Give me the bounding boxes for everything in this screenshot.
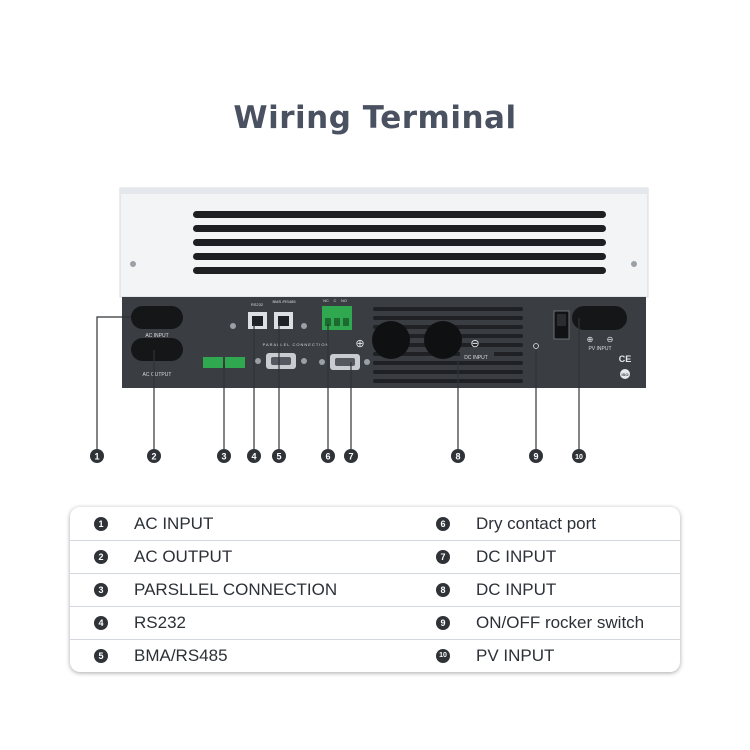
legend-label: PARSLLEL CONNECTION [134, 579, 338, 599]
callout-10 [572, 449, 586, 463]
ce-mark: CE [619, 354, 632, 364]
callout-2 [147, 449, 161, 463]
legend-label: AC OUTPUT [134, 546, 233, 566]
legend-left: 5 BMA/RS485 [94, 639, 228, 672]
legend-row: 4 RS232 9 ON/OFF rocker switch [70, 606, 680, 640]
svg-text:2: 2 [151, 452, 156, 462]
legend-label: RS232 [134, 612, 186, 632]
pv-input-label: PV INPUT [588, 346, 611, 352]
vent-slots [193, 211, 606, 274]
legend-left: 4 RS232 [94, 606, 186, 639]
legend-left: 2 AC OUTPUT [94, 540, 232, 573]
legend-label: BMA/RS485 [134, 645, 228, 665]
legend-num: 7 [436, 549, 450, 564]
callout-9 [529, 449, 543, 463]
svg-text:9: 9 [533, 452, 538, 462]
parallel-terminal-b [225, 357, 245, 368]
nc-label: NC [323, 298, 329, 303]
svg-text:3: 3 [221, 452, 226, 462]
pv-minus-icon: ⊖ [607, 335, 614, 344]
power-icon [533, 343, 539, 349]
legend-num: 6 [436, 516, 450, 531]
bms-rs485-label: BMS /RS485 [272, 299, 296, 304]
parallel-label: PARALLEL CONNECTION [263, 342, 330, 347]
ac-output-label: AC OUTPUT [143, 372, 172, 378]
legend-num: 9 [436, 615, 450, 630]
chassis-top-edge [120, 188, 648, 194]
legend-right: 10 PV INPUT [436, 639, 554, 672]
dc-input-terminal-b [424, 321, 462, 359]
legend-right: 9 ON/OFF rocker switch [436, 606, 644, 639]
legend-right: 6 Dry contact port [436, 507, 596, 540]
svg-text:8: 8 [455, 452, 460, 462]
no-label: NO [341, 298, 347, 303]
ac-input-port [131, 306, 183, 329]
svg-text:7: 7 [348, 452, 353, 462]
legend-num: 1 [94, 516, 108, 531]
screw [130, 261, 136, 267]
pv-input-port [572, 306, 627, 330]
ac-output-port [131, 338, 183, 361]
callout-1 [90, 449, 104, 463]
legend-num: 4 [94, 615, 108, 630]
legend-num: 3 [94, 582, 108, 597]
parallel-terminal-a [203, 357, 223, 368]
legend-table: 1 AC INPUT 6 Dry contact port 2 AC OUTPU… [70, 507, 680, 672]
legend-label: DC INPUT [476, 546, 557, 566]
callout-badges: 1 2 3 4 5 6 7 8 9 10 [90, 449, 586, 463]
legend-num: 5 [94, 648, 108, 663]
ac-input-label: AC INPUT [145, 333, 168, 339]
dc-input-label: DC INPUT [464, 355, 488, 361]
legend-right: 8 DC INPUT [436, 573, 556, 606]
svg-text:4: 4 [251, 452, 256, 462]
legend-label: DC INPUT [476, 579, 557, 599]
pv-plus-icon: ⊕ [587, 335, 594, 344]
legend-num: 2 [94, 549, 108, 564]
legend-num: 10 [436, 648, 450, 663]
legend-label: ON/OFF rocker switch [476, 612, 645, 632]
rs232-label: RS232 [251, 302, 264, 307]
svg-text:1: 1 [94, 452, 99, 462]
legend-left: 1 AC INPUT [94, 507, 213, 540]
callout-7 [344, 449, 358, 463]
callout-8 [451, 449, 465, 463]
leader-lines [96, 316, 580, 449]
svg-text:10: 10 [575, 454, 583, 461]
callout-6 [321, 449, 335, 463]
callout-3 [217, 449, 231, 463]
iso-label: ISO [622, 372, 629, 377]
dc-input-terminal-a [372, 321, 410, 359]
plus-icon: ⊕ [355, 338, 364, 350]
inverter-diagram: AC INPUT AC OUTPUT RS232 BMS /RS485 PARA… [90, 187, 649, 463]
legend-num: 8 [436, 582, 450, 597]
legend-row: 5 BMA/RS485 10 PV INPUT [70, 639, 680, 672]
legend-row: 1 AC INPUT 6 Dry contact port [70, 507, 680, 541]
legend-label: Dry contact port [476, 513, 596, 533]
iso-badge [620, 369, 630, 379]
legend-label: AC INPUT [134, 513, 214, 533]
page-title: Wiring Terminal [233, 100, 517, 136]
screw [631, 261, 637, 267]
c-label: C [334, 298, 337, 303]
legend-label: PV INPUT [476, 645, 555, 665]
callout-4 [247, 449, 261, 463]
callout-5 [272, 449, 286, 463]
legend-left: 3 PARSLLEL CONNECTION [94, 573, 337, 606]
svg-text:5: 5 [276, 452, 281, 462]
minus-icon: ⊖ [470, 338, 479, 350]
legend-row: 3 PARSLLEL CONNECTION 8 DC INPUT [70, 573, 680, 607]
legend-row: 2 AC OUTPUT 7 DC INPUT [70, 540, 680, 574]
svg-text:6: 6 [325, 452, 330, 462]
legend-right: 7 DC INPUT [436, 540, 556, 573]
